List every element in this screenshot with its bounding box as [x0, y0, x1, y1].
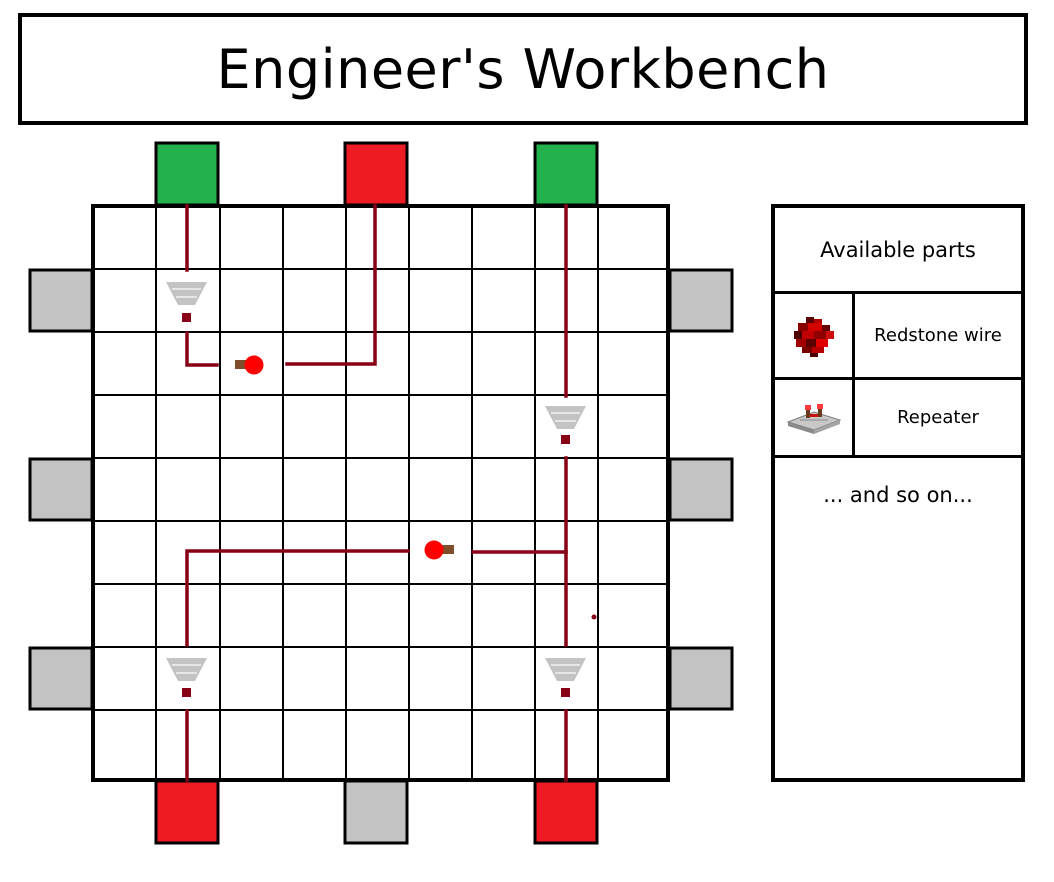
redstone-torch-icon[interactable] — [235, 355, 264, 375]
top-port-3[interactable] — [533, 141, 599, 207]
repeater-icon — [775, 380, 855, 455]
top-port-2[interactable] — [343, 141, 409, 207]
repeater-icon[interactable] — [166, 658, 207, 697]
right-port-1[interactable] — [668, 268, 734, 333]
part-label: Redstone wire — [874, 325, 1002, 346]
stray-redstone-dot — [591, 614, 597, 620]
parts-header: Available parts — [775, 208, 1021, 294]
bottom-port-3[interactable] — [533, 779, 599, 845]
wire-top-middle — [285, 204, 377, 366]
part-label: Repeater — [897, 407, 979, 428]
bottom-port-1[interactable] — [154, 779, 220, 845]
left-port-1[interactable] — [28, 268, 94, 333]
repeater-icon[interactable] — [545, 658, 586, 697]
more-parts-note: ... and so on... — [823, 483, 973, 507]
right-port-2[interactable] — [668, 457, 734, 522]
workbench-title: Engineer's Workbench — [18, 13, 1028, 125]
wire-center-left — [185, 549, 410, 647]
bottom-port-2[interactable] — [343, 779, 409, 845]
left-port-2[interactable] — [28, 457, 94, 522]
port-group[interactable] — [28, 141, 734, 845]
part-repeater[interactable]: Repeater — [775, 380, 1021, 458]
top-port-1[interactable] — [154, 141, 220, 207]
left-port-3[interactable] — [28, 646, 94, 711]
parts-panel: Available parts Redstone wire — [771, 204, 1025, 782]
right-port-3[interactable] — [668, 646, 734, 711]
redstone-wires — [185, 204, 568, 782]
repeater-icon[interactable] — [545, 406, 586, 444]
redstone-torch-icon[interactable] — [424, 540, 455, 560]
redstone-dust-icon — [775, 294, 855, 377]
part-redstone-wire[interactable]: Redstone wire — [775, 294, 1021, 380]
wire-left-torch-feed — [185, 331, 219, 367]
repeater-icon[interactable] — [166, 282, 207, 322]
